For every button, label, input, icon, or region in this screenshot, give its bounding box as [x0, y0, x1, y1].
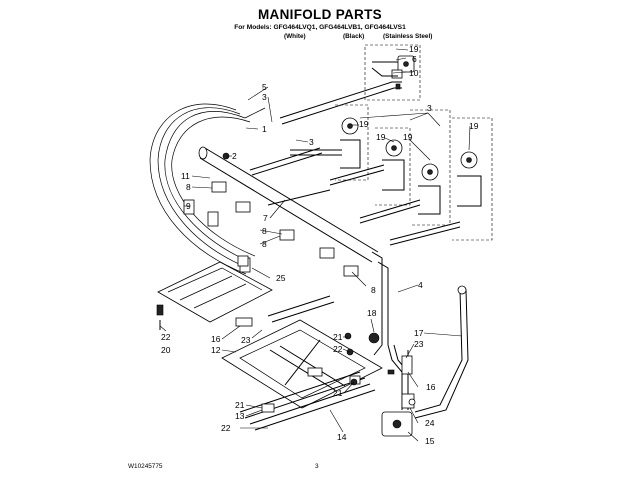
callout-labels: 19 6 10 5 3 1 3 19 19 19 3 19 2 11 8 9 7…: [161, 44, 479, 446]
burner-valve-3: [329, 127, 411, 206]
ignitor-wire-harness: [149, 103, 266, 275]
callout-22: 22: [161, 332, 171, 342]
callout-19: 19: [409, 44, 419, 54]
manifold-pipe: [198, 146, 389, 356]
callout-19: 19: [469, 121, 479, 131]
valve-group-outline: [364, 44, 421, 101]
callout-8: 8: [371, 285, 376, 295]
callout-17: 17: [414, 328, 424, 338]
callout-16: 16: [211, 334, 221, 344]
callout-16: 16: [426, 382, 436, 392]
callout-21: 21: [333, 388, 343, 398]
burner-valve-4: [359, 109, 451, 226]
callout-21: 21: [235, 400, 245, 410]
callout-22: 22: [221, 423, 231, 433]
callout-18: 18: [367, 308, 377, 318]
callout-13: 13: [235, 411, 245, 421]
top-right-valve-assembly: [279, 55, 415, 125]
left-bracket: [156, 255, 273, 330]
burner-tubes: [249, 147, 331, 206]
callout-19: 19: [359, 119, 369, 129]
callout-10: 10: [409, 68, 419, 78]
variant-black: (Black): [343, 33, 365, 40]
burner-valve-5: [389, 117, 493, 246]
callout-9: 9: [186, 201, 191, 211]
leader-lines: [159, 48, 471, 442]
page-title: MANIFOLD PARTS: [258, 7, 382, 22]
callout-3: 3: [309, 137, 314, 147]
manifold-valves: [183, 152, 359, 277]
model-list: For Models: GFG464LVQ1, GFG464LVB1, GFG4…: [234, 24, 406, 31]
callout-14: 14: [337, 432, 347, 442]
callout-3: 3: [427, 103, 432, 113]
callout-11: 11: [181, 171, 190, 181]
document-number: W10245775: [128, 463, 163, 470]
callout-20: 20: [161, 345, 171, 355]
gas-supply-line: [387, 285, 469, 419]
callout-4: 4: [418, 280, 423, 290]
callout-23: 23: [414, 339, 424, 349]
pressure-regulator: [381, 393, 416, 437]
burner-base-assembly: [221, 295, 383, 431]
callout-12: 12: [211, 345, 221, 355]
callout-8: 8: [186, 182, 191, 192]
callout-6: 6: [412, 54, 417, 64]
callout-5: 5: [262, 82, 267, 92]
callout-21: 21: [333, 332, 343, 342]
variant-stainless: (Stainless Steel): [383, 33, 433, 40]
callout-19: 19: [403, 132, 413, 142]
callout-1: 1: [262, 124, 267, 134]
variant-white: (White): [284, 33, 306, 40]
callout-22: 22: [333, 344, 343, 354]
callout-24: 24: [425, 418, 435, 428]
page-number: 3: [315, 463, 319, 470]
callout-7: 7: [263, 213, 268, 223]
callout-8: 8: [262, 239, 267, 249]
callout-8: 8: [262, 226, 267, 236]
callout-15: 15: [425, 436, 435, 446]
burner-valve-2: [290, 104, 369, 181]
callout-25: 25: [276, 273, 286, 283]
callout-2: 2: [232, 151, 237, 161]
callout-23: 23: [241, 335, 251, 345]
callout-19: 19: [376, 132, 386, 142]
callout-3: 3: [262, 92, 267, 102]
